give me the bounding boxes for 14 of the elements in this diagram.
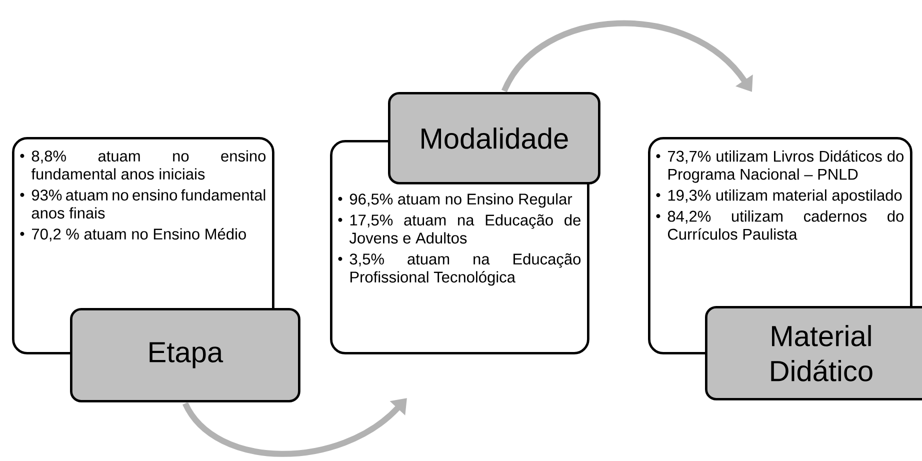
- curved-arrow: [182, 398, 407, 457]
- curved-arrow: [502, 20, 753, 92]
- bullet-item: 70,2 % atuam no Ensino Médio: [20, 228, 246, 242]
- title-box: Material Didático: [705, 306, 922, 400]
- bullet-item: 17,5% atuam na Educação de Jovens e Adultos: [338, 214, 580, 244]
- bullet-item: 73,7% utilizam Livros Didáticos do Programa Nacional – PNLD: [656, 150, 904, 183]
- bullet-item: 3,5% atuam na Educação Profissional Tecnológica: [338, 253, 581, 286]
- title-box: Modalidade: [388, 92, 600, 184]
- title-box: Etapa: [70, 308, 300, 402]
- bullet-item: 8,8% atuam no ensino fundamental anos iniciais: [20, 150, 266, 180]
- bullet-item: 96,5% atuam no Ensino Regular: [338, 193, 572, 208]
- bullet-item: 84,2% utilizam cadernos do Currículos Paulista: [656, 210, 904, 240]
- bullet-item: 19,3% utilizam material apostilado: [656, 189, 902, 204]
- bullet-item: 93% atuam no ensino fundamental anos finais: [20, 189, 266, 219]
